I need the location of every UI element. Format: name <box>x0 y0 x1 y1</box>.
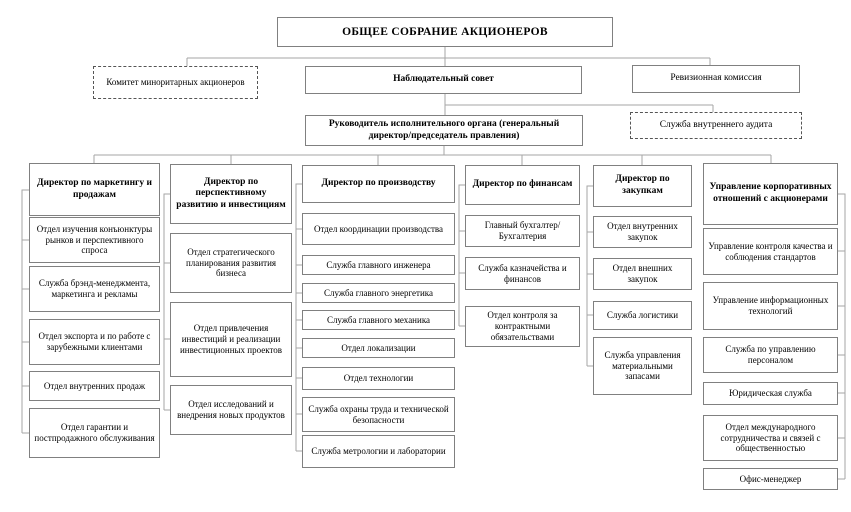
column-spines <box>21 183 846 480</box>
col-procurement-header: Директор по закупкам <box>593 165 692 207</box>
org-unit-box: Служба главного инженера <box>302 255 455 275</box>
col-finance-header: Директор по финансам <box>465 165 580 205</box>
org-unit-box: Юридическая служба <box>703 382 838 405</box>
org-unit-box: Служба брэнд-менеджмента, маркетинга и р… <box>29 266 160 312</box>
org-unit-box: Отдел локализации <box>302 338 455 358</box>
org-unit-box: Главный бухгалтер/ Бухгалтерия <box>465 215 580 247</box>
org-unit-box: Отдел координации производства <box>302 213 455 245</box>
box-audit-commission: Ревизионная комиссия <box>632 65 800 93</box>
org-unit-box: Служба главного энергетика <box>302 283 455 303</box>
org-unit-box: Отдел внутренних закупок <box>593 216 692 248</box>
org-unit-box: Служба метрологии и лаборатории <box>302 435 455 468</box>
org-unit-box: Служба охраны труда и технической безопа… <box>302 397 455 432</box>
org-unit-box: Отдел исследований и внедрения новых про… <box>170 385 292 435</box>
org-unit-box: Служба логистики <box>593 301 692 330</box>
box-minority-committee: Комитет миноритарных акционеров <box>93 66 258 99</box>
org-unit-box: Управление информационных технологий <box>703 282 838 330</box>
org-unit-box: Отдел внешних закупок <box>593 258 692 290</box>
org-unit-box: Офис-менеджер <box>703 468 838 490</box>
box-general-meeting: ОБЩЕЕ СОБРАНИЕ АКЦИОНЕРОВ <box>277 17 613 47</box>
org-unit-box: Управление контроля качества и соблюдени… <box>703 228 838 275</box>
col-production-header: Директор по производству <box>302 165 455 203</box>
box-supervisory-board: Наблюдательный совет <box>305 66 582 94</box>
box-executive-head: Руководитель исполнительного органа (ген… <box>305 115 583 146</box>
org-unit-box: Служба казначейства и финансов <box>465 257 580 290</box>
org-unit-box: Отдел гарантии и постпродажного обслужив… <box>29 408 160 458</box>
org-unit-box: Отдел стратегического планирования разви… <box>170 233 292 293</box>
org-unit-box: Отдел технологии <box>302 367 455 390</box>
org-unit-box: Отдел привлечения инвестиций и реализаци… <box>170 302 292 377</box>
org-unit-box: Служба управления материальными запасами <box>593 337 692 395</box>
org-unit-box: Отдел внутренних продаж <box>29 371 160 401</box>
col-corporate-relations-header: Управление корпоративных отношений с акц… <box>703 163 838 225</box>
col-marketing-header: Директор по маркетингу и продажам <box>29 163 160 216</box>
org-unit-box: Отдел изучения конъюнктуры рынков и перс… <box>29 217 160 263</box>
col-development-header: Директор по перспективному развитию и ин… <box>170 164 292 224</box>
org-unit-box: Отдел контроля за контрактными обязатель… <box>465 306 580 347</box>
box-internal-audit: Служба внутреннего аудита <box>630 112 802 139</box>
org-unit-box: Отдел международного сотрудничества и св… <box>703 415 838 461</box>
org-unit-box: Отдел экспорта и по работе с зарубежными… <box>29 319 160 365</box>
org-unit-box: Служба главного механика <box>302 310 455 330</box>
org-unit-box: Служба по управлению персоналом <box>703 337 838 373</box>
top-level-connectors <box>93 47 772 165</box>
